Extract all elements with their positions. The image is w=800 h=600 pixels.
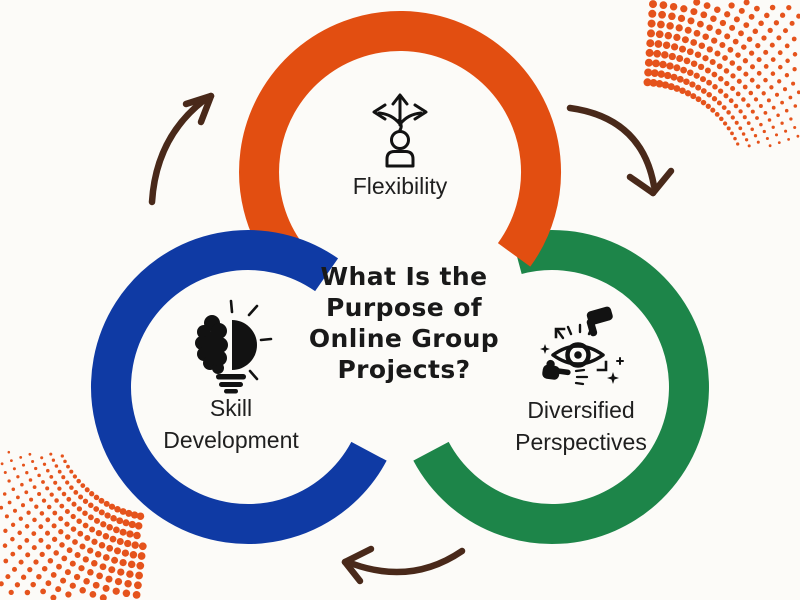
skill-development-label: Skill Development: [131, 392, 331, 456]
halftone-dots-bottom-left: [0, 450, 147, 600]
center-title: What Is the Purpose of Online Group Proj…: [252, 261, 556, 385]
halftone-dots-top-right: [643, 0, 800, 148]
person-branching-arrows-icon: [372, 93, 428, 168]
cycle-arrow-down-right-icon: [566, 104, 675, 197]
label-line: Development: [163, 427, 299, 453]
title-line: Online Group: [308, 324, 500, 353]
label-line: Perspectives: [515, 429, 647, 455]
ring-skill-development: [91, 230, 387, 544]
flexibility-label: Flexibility: [352, 173, 448, 199]
cycle-arrow-left-icon: [341, 545, 466, 585]
cycle-arrow-up-left-icon: [148, 92, 215, 206]
label-line: Diversified: [527, 397, 635, 423]
brain-lightbulb-icon: [195, 299, 273, 394]
title-line: Projects?: [337, 355, 471, 384]
title-line: Purpose of: [325, 293, 483, 322]
title-line: What Is the: [320, 262, 488, 291]
ring-diversified-perspectives: [413, 230, 709, 544]
eye-hands-feedback-icon: [540, 306, 624, 386]
ring-flexibility: [239, 11, 562, 267]
label-line: Skill: [209, 395, 253, 421]
diversified-perspectives-label: Diversified Perspectives: [481, 394, 681, 458]
